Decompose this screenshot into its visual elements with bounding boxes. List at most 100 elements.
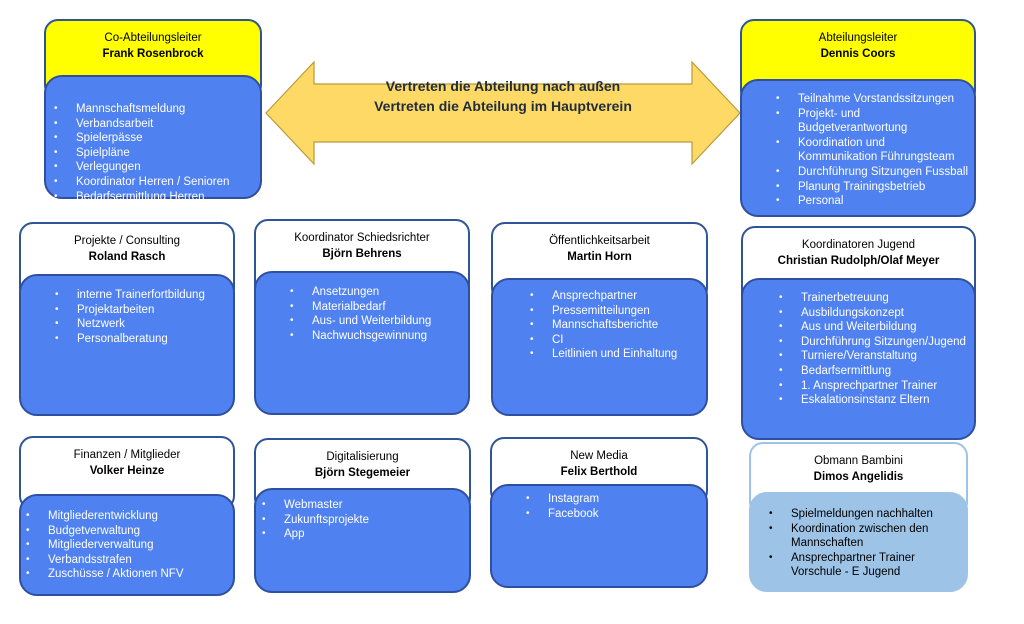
task-item: Facebook	[526, 507, 706, 522]
card-body: Ansetzungen Materialbedarf Aus- und Weit…	[254, 271, 470, 415]
card-projekte-consulting: Projekte / Consulting Roland Rasch inter…	[19, 222, 235, 416]
task-item-continued: Vorschule - E Jugend	[791, 566, 901, 579]
card-body: Ansprechpartner Pressemitteilungen Manns…	[491, 278, 708, 416]
card-abteilungsleiter: Abteilungsleiter Dennis Coors Teilnahme …	[740, 19, 976, 217]
task-item: Projekt- und	[776, 107, 974, 122]
card-person: Björn Stegemeier	[314, 467, 411, 479]
task-item: Webmaster	[262, 498, 469, 513]
task-item: Instagram	[526, 492, 706, 507]
card-body: Mitgliederentwicklung Budgetverwaltung M…	[19, 494, 235, 596]
card-person: Roland Rasch	[88, 251, 166, 263]
card-body: Instagram Facebook	[490, 484, 708, 588]
task-item: Bedarfsermittlung Herren	[54, 190, 260, 205]
task-item: Verlegungen	[54, 160, 260, 175]
card-body: Spielmeldungen nachhalten Koordination z…	[749, 492, 968, 592]
task-item: Ausbildungskonzept	[779, 306, 974, 321]
task-item: Koordination zwischen den	[769, 522, 966, 537]
card-person: Martin Horn	[567, 251, 632, 263]
task-item: Spielmeldungen nachhalten	[769, 507, 966, 522]
center-statement: Vertreten die Abteilung nach außen Vertr…	[330, 76, 676, 116]
task-item: Trainerbetreuung	[779, 291, 974, 306]
task-item: Personalberatung	[55, 332, 233, 347]
card-body: Teilnahme Vorstandssitzungen Projekt- un…	[740, 79, 976, 217]
card-koordinator-schiedsrichter: Koordinator Schiedsrichter Björn Behrens…	[254, 219, 470, 415]
task-list: Mannschaftsmeldung Verbandsarbeit Spiele…	[46, 77, 260, 204]
card-role: Finanzen / Mitglieder	[73, 449, 181, 461]
task-item: Personal	[776, 194, 974, 209]
card-role: Co-Abteilungsleiter	[104, 32, 202, 44]
task-item-continued: Kommunikation Führungsteam	[798, 151, 955, 164]
task-item: Bedarfsermittlung	[779, 364, 974, 379]
card-body: Mannschaftsmeldung Verbandsarbeit Spiele…	[44, 75, 262, 204]
task-item: Ansprechpartner Trainer	[769, 551, 966, 566]
task-list: Instagram Facebook	[492, 486, 706, 521]
task-list: Ansprechpartner Pressemitteilungen Manns…	[493, 280, 706, 362]
task-item: Verbandsstrafen	[26, 553, 233, 568]
card-person: Björn Behrens	[322, 248, 402, 260]
task-item: CI	[530, 333, 706, 348]
card-person: Frank Rosenbrock	[102, 48, 204, 60]
card-role: Projekte / Consulting	[73, 235, 181, 247]
task-item: Durchführung Sitzungen Fussball	[776, 165, 974, 180]
task-item: Planung Trainingsbetrieb	[776, 180, 974, 195]
card-person: Dimos Angelidis	[813, 471, 904, 483]
card-oeffentlichkeitsarbeit: Öffentlichkeitsarbeit Martin Horn Anspre…	[491, 222, 708, 416]
task-item-continued: Mannschaften	[791, 537, 864, 550]
task-item: Koordinator Herren / Senioren	[54, 175, 260, 190]
task-list: Trainerbetreuung Ausbildungskonzept Aus …	[743, 280, 974, 408]
task-item: Aus- und Weiterbildung	[290, 314, 468, 329]
task-item: Verbandsarbeit	[54, 117, 260, 132]
task-item: Mitgliederentwicklung	[26, 509, 233, 524]
task-list: Mitgliederentwicklung Budgetverwaltung M…	[21, 496, 233, 582]
task-list: Ansetzungen Materialbedarf Aus- und Weit…	[256, 273, 468, 343]
task-item: App	[262, 527, 469, 542]
task-list: Webmaster Zukunftsprojekte App	[256, 490, 469, 542]
card-person: Dennis Coors	[820, 48, 896, 60]
center-line-2: Vertreten die Abteilung im Hauptverein	[374, 98, 632, 114]
task-item: Zuschüsse / Aktionen NFV	[26, 567, 233, 582]
task-item: Spielerpässe	[54, 131, 260, 146]
card-person: Christian Rudolph/Olaf Meyer	[777, 255, 940, 267]
card-role: Obmann Bambini	[814, 455, 903, 467]
task-item: Projektarbeiten	[55, 303, 233, 318]
card-body: interne Trainerfortbildung Projektarbeit…	[19, 274, 235, 416]
card-koordinatoren-jugend: Koordinatoren Jugend Christian Rudolph/O…	[741, 226, 976, 440]
card-person: Volker Heinze	[89, 465, 165, 477]
card-role: Koordinator Schiedsrichter	[294, 232, 430, 244]
task-item: Mannschaftsmeldung	[54, 102, 260, 117]
card-person: Felix Berthold	[560, 466, 638, 478]
task-list: Teilnahme Vorstandssitzungen Projekt- un…	[742, 81, 974, 209]
task-item: Turniere/Veranstaltung	[779, 349, 974, 364]
task-item: Netzwerk	[55, 317, 233, 332]
card-role: Digitalisierung	[326, 451, 399, 463]
task-item: Mannschaftsberichte	[530, 318, 706, 333]
task-list: interne Trainerfortbildung Projektarbeit…	[21, 276, 233, 346]
task-item: Ansetzungen	[290, 285, 468, 300]
card-body: Webmaster Zukunftsprojekte App	[254, 488, 471, 593]
task-item: Pressemitteilungen	[530, 304, 706, 319]
card-header: Öffentlichkeitsarbeit Martin Horn	[491, 222, 708, 302]
task-list: Spielmeldungen nachhalten Koordination z…	[751, 494, 966, 580]
task-item: Nachwuchsgewinnung	[290, 329, 468, 344]
task-item: Ansprechpartner	[530, 289, 706, 304]
task-item: Koordination und	[776, 136, 974, 151]
task-item: Mitgliederverwaltung	[26, 538, 233, 553]
task-item: Eskalationsinstanz Eltern	[779, 393, 974, 408]
card-role: Öffentlichkeitsarbeit	[549, 235, 650, 247]
card-obmann-bambini: Obmann Bambini Dimos Angelidis Spielmeld…	[749, 442, 968, 592]
task-item: 1. Ansprechpartner Trainer	[779, 379, 974, 394]
card-role: Abteilungsleiter	[818, 32, 898, 44]
task-item: Zukunftsprojekte	[262, 513, 469, 528]
task-item: Teilnahme Vorstandssitzungen	[776, 92, 974, 107]
card-new-media: New Media Felix Berthold Instagram Faceb…	[490, 437, 708, 588]
task-item: Materialbedarf	[290, 300, 468, 315]
task-item: interne Trainerfortbildung	[55, 288, 233, 303]
card-co-abteilungsleiter: Co-Abteilungsleiter Frank Rosenbrock Man…	[44, 19, 262, 204]
task-item: Durchführung Sitzungen/Jugend	[779, 335, 974, 350]
card-role: New Media	[570, 450, 628, 462]
card-role: Koordinatoren Jugend	[801, 239, 916, 251]
center-line-1: Vertreten die Abteilung nach außen	[385, 78, 621, 94]
task-item-continued: Budgetverantwortung	[798, 122, 908, 135]
card-finanzen-mitglieder: Finanzen / Mitglieder Volker Heinze Mitg…	[19, 436, 235, 596]
task-item: Budgetverwaltung	[26, 524, 233, 539]
